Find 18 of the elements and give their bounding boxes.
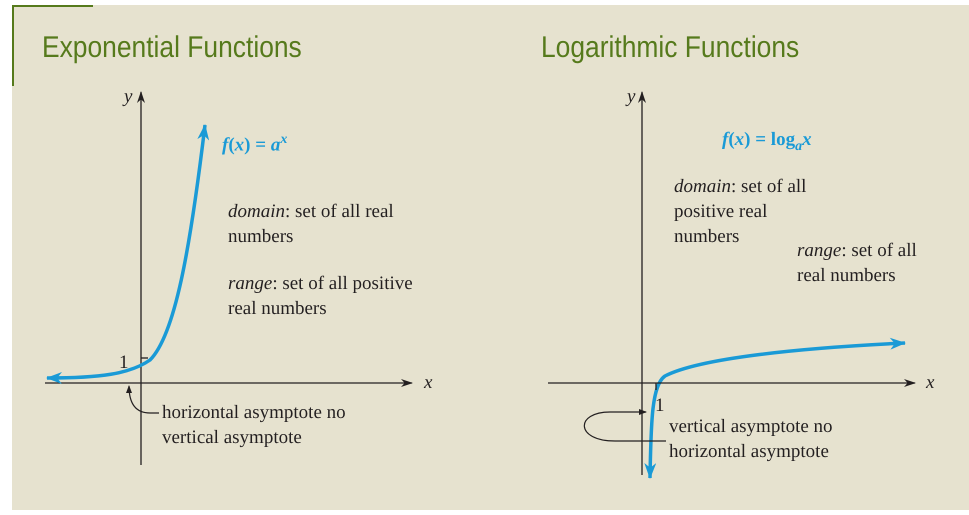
axis-label: x <box>424 371 432 395</box>
axis-label: y <box>627 85 636 109</box>
heading: Logarithmic Functions <box>541 30 800 66</box>
leader-line <box>126 385 159 414</box>
function-label: f(x) = log$_{a}$x <box>722 128 812 156</box>
annotation-text: vertical asymptote no horizontal asymptote <box>669 414 899 464</box>
function-curve <box>46 124 210 384</box>
tick-label: 1 <box>119 351 128 375</box>
domain-note: domain: set of all real numbers <box>228 200 395 249</box>
axis-label: y <box>124 85 132 109</box>
leader-line <box>584 409 666 442</box>
heading: Exponential Functions <box>42 30 302 66</box>
axis-label: x <box>926 371 934 395</box>
function-label: f(x) = a$^{x}$ <box>222 131 288 158</box>
annotation-text: horizontal asymptote no vertical asymptote <box>162 400 382 450</box>
function-curve <box>644 338 906 479</box>
range-note: range: set of all positive real numbers <box>228 272 414 321</box>
tick-label: 1 <box>655 394 664 418</box>
